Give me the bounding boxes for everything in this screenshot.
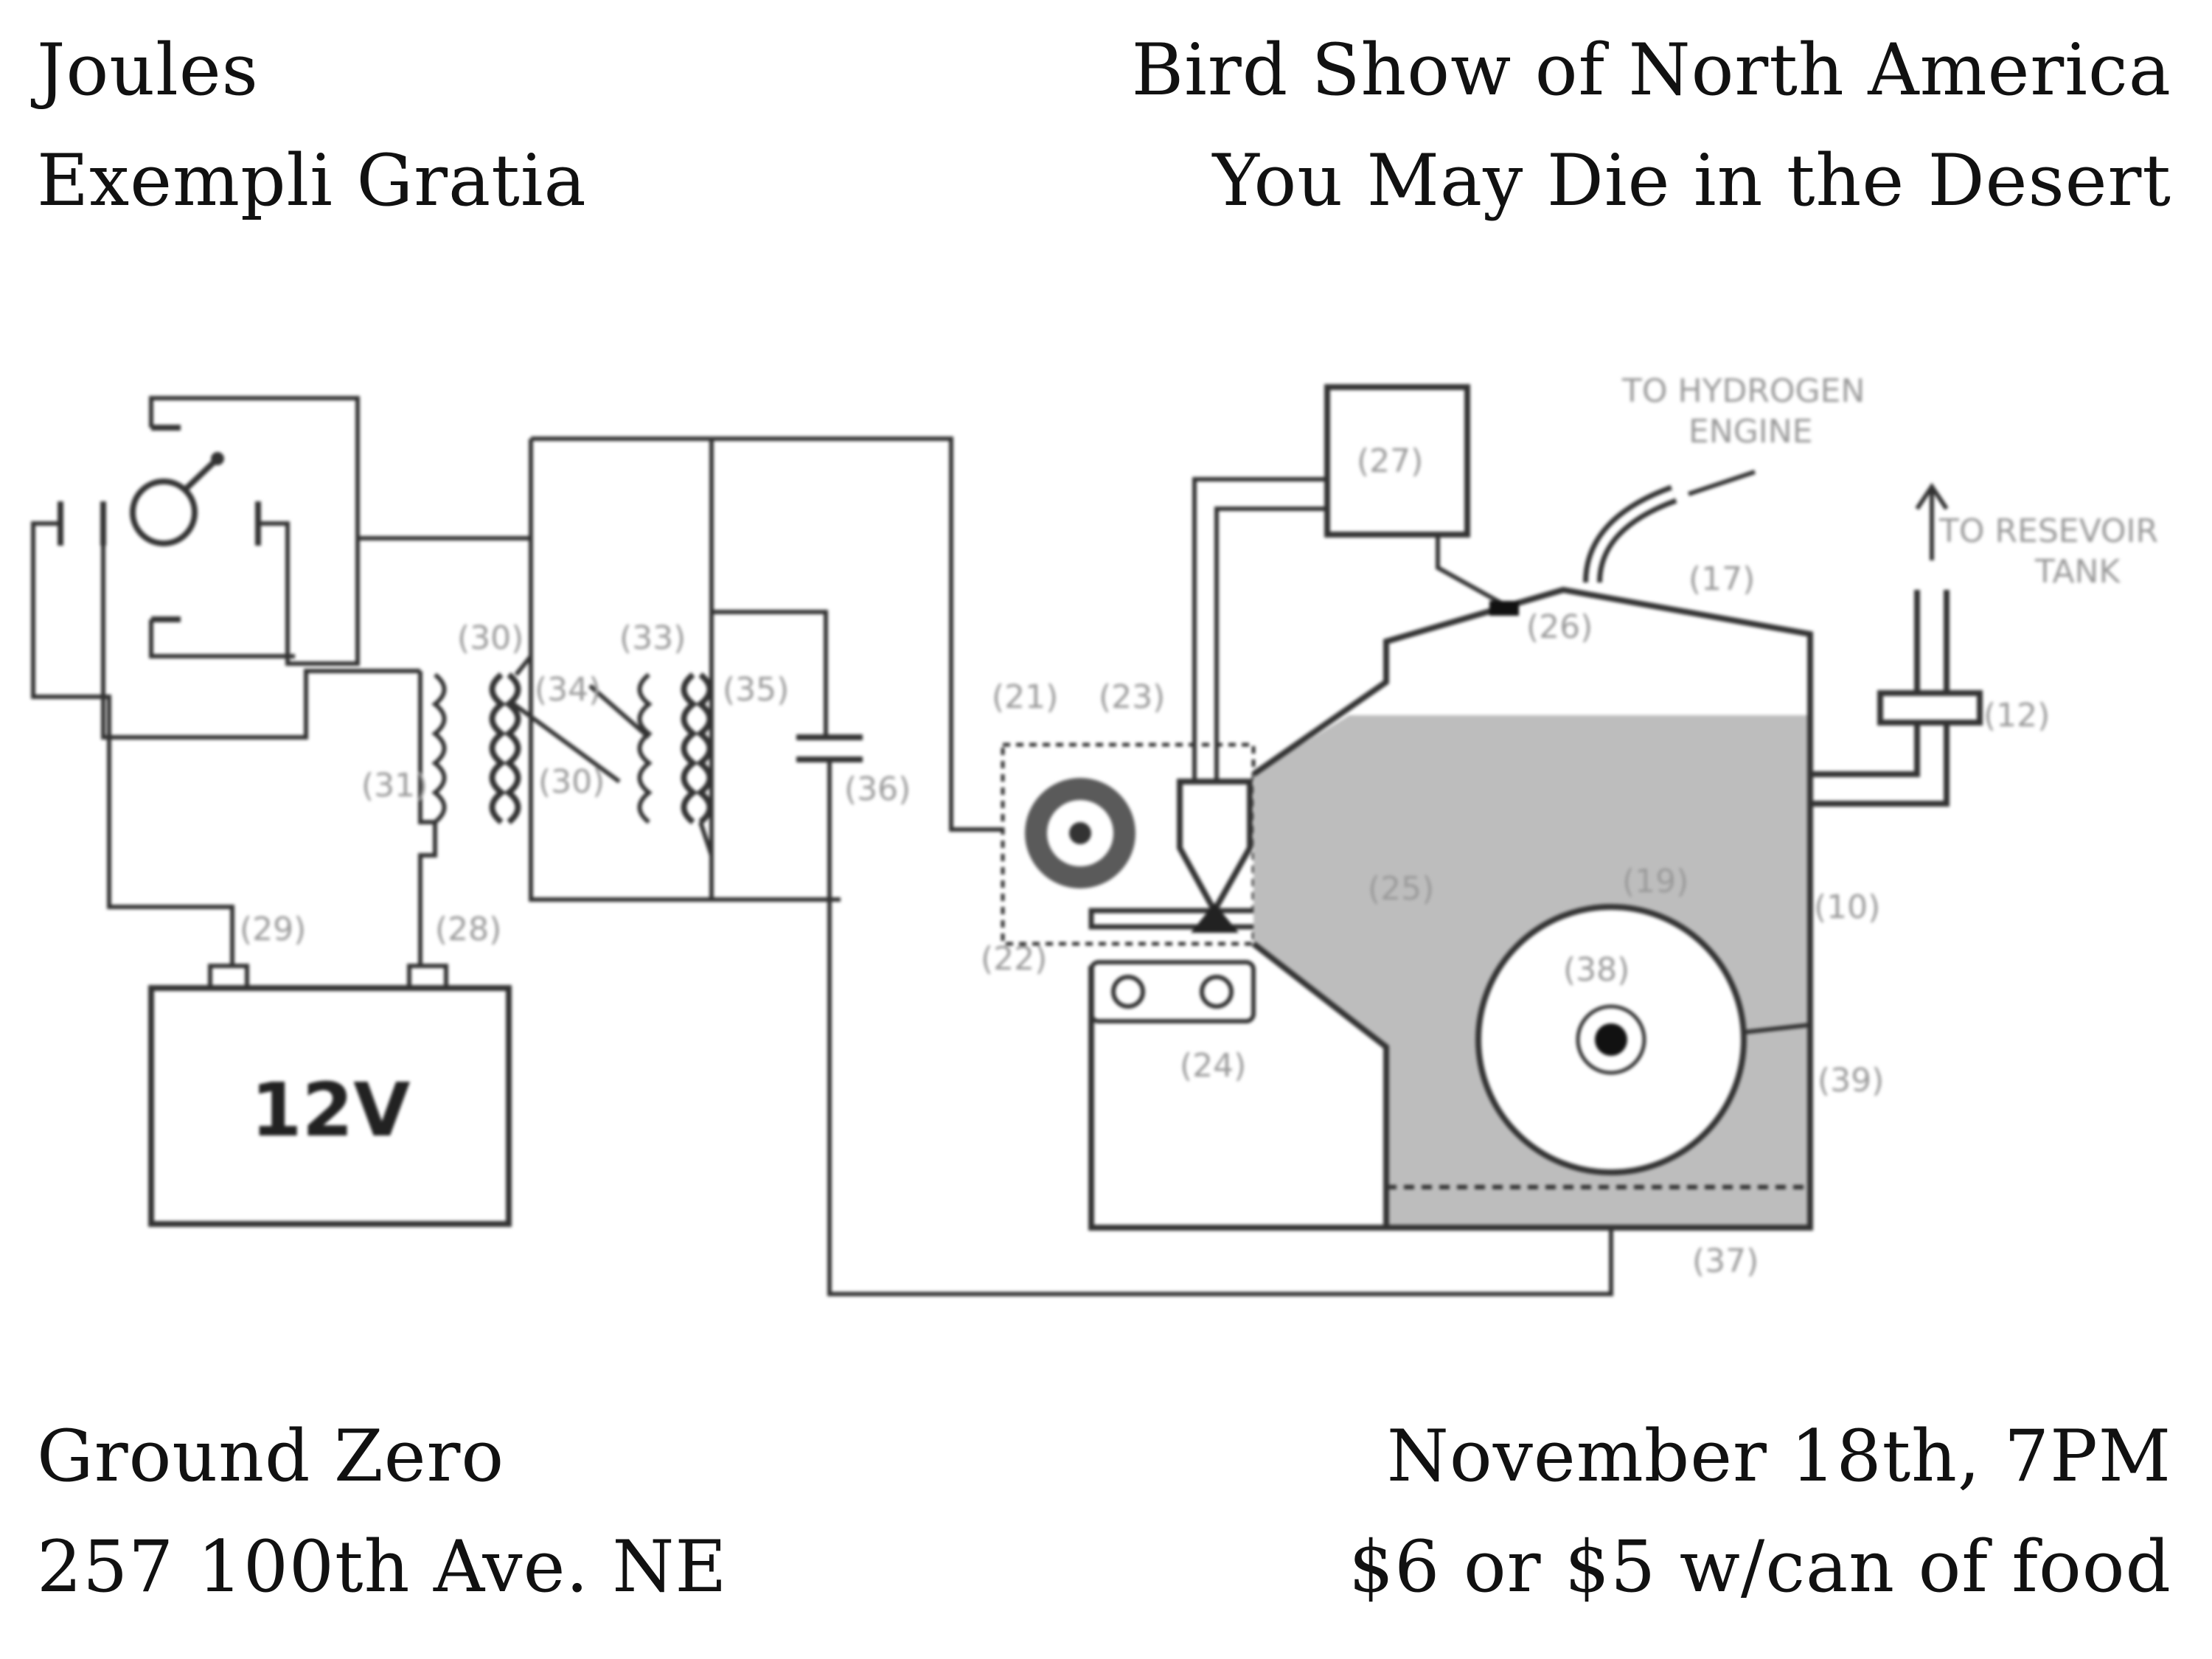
venue-name: Ground Zero xyxy=(37,1415,505,1498)
battery-12v: 12V xyxy=(148,964,512,1227)
part-22: (22) xyxy=(981,940,1047,978)
label-to-hydrogen-2: ENGINE xyxy=(1688,413,1813,451)
part-29: (29) xyxy=(240,911,306,948)
part-33: (33) xyxy=(619,619,686,657)
part-31: (31) xyxy=(361,767,428,804)
part-37: (37) xyxy=(1692,1242,1759,1280)
part-12: (12) xyxy=(1983,697,2050,734)
part-36: (36) xyxy=(844,771,911,808)
part-21: (21) xyxy=(992,678,1058,716)
part-38: (38) xyxy=(1563,951,1630,989)
label-to-reservoir-2: TANK xyxy=(2034,553,2121,591)
event-date-time: November 18th, 7PM xyxy=(1386,1415,2171,1498)
support-block: Bird Show of North America You May Die i… xyxy=(1132,15,2171,236)
part-30-mid: (30) xyxy=(538,763,605,801)
part-25: (25) xyxy=(1368,870,1434,908)
venue-address: 257 100th Ave. NE xyxy=(37,1526,728,1608)
venue-block: Ground Zero 257 100th Ave. NE xyxy=(37,1401,728,1622)
electrolysis-tank xyxy=(1088,384,1983,1231)
switch-assembly xyxy=(31,396,420,966)
part-30-top: (30) xyxy=(457,619,524,657)
band-bird-show: Bird Show of North America xyxy=(1131,29,2171,111)
induction-coils xyxy=(358,437,1003,966)
part-19: (19) xyxy=(1622,863,1688,900)
part-26: (26) xyxy=(1526,608,1593,646)
part-39: (39) xyxy=(1818,1062,1884,1099)
battery-label: 12V xyxy=(251,1067,411,1153)
label-to-reservoir-1: TO RESEVOIR xyxy=(1938,512,2158,550)
part-34: (34) xyxy=(535,671,601,709)
event-price: $6 or $5 w/can of food xyxy=(1349,1526,2171,1608)
part-23: (23) xyxy=(1099,678,1165,716)
label-to-hydrogen-1: TO HYDROGEN xyxy=(1621,372,1865,410)
part-35: (35) xyxy=(723,671,789,709)
band-you-may-die: You May Die in the Desert xyxy=(1212,139,2171,222)
part-28: (28) xyxy=(435,911,501,948)
part-17: (17) xyxy=(1688,560,1755,598)
part-labels: TO HYDROGEN ENGINE TO RESEVOIR TANK (27)… xyxy=(240,372,2158,1280)
part-10: (10) xyxy=(1814,888,1880,926)
part-24: (24) xyxy=(1180,1047,1246,1085)
part-27: (27) xyxy=(1357,442,1423,480)
event-details-block: November 18th, 7PM $6 or $5 w/can of foo… xyxy=(1349,1401,2171,1622)
band-exempli-gratia: Exempli Gratia xyxy=(37,139,587,222)
band-joules: Joules xyxy=(37,29,259,111)
headliner-block: Joules Exempli Gratia xyxy=(37,15,587,236)
